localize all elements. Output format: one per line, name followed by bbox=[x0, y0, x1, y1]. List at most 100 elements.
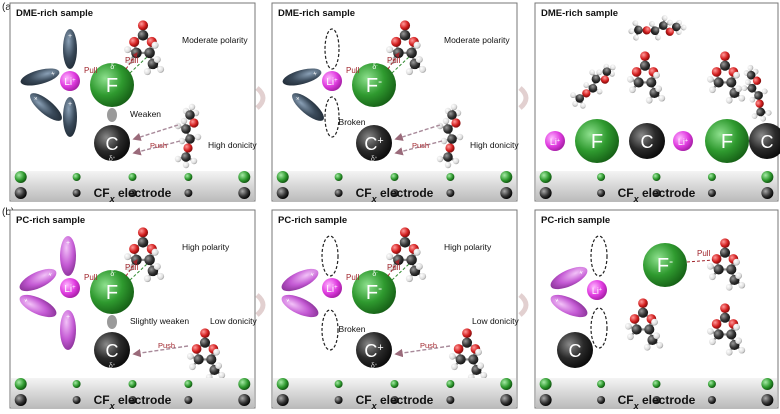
solvent-petal: + bbox=[19, 268, 57, 292]
hydrogen-atom bbox=[157, 65, 165, 73]
panel-a-1: DME-rich sample++++Li+Fδ-Cδ+PullPullMode… bbox=[9, 2, 257, 204]
charge-sign: + bbox=[68, 33, 72, 40]
solvent-petal: + bbox=[282, 68, 322, 86]
hydrogen-atom bbox=[436, 155, 444, 163]
carbon-atom bbox=[754, 91, 763, 100]
electrode-fluorine-atom bbox=[72, 380, 81, 388]
hydrogen-atom bbox=[186, 352, 194, 360]
electrode-fluorine-atom bbox=[500, 171, 513, 183]
oxygen-atom bbox=[451, 118, 461, 128]
push-label: Push bbox=[150, 141, 167, 150]
delta-plus-label: δ+ bbox=[109, 362, 116, 371]
carbon-atom bbox=[633, 77, 644, 88]
carbon-label: C+ bbox=[364, 134, 383, 154]
oxygen-atom bbox=[665, 27, 674, 36]
charge-sign: + bbox=[554, 297, 562, 304]
hydrogen-atom bbox=[405, 68, 413, 76]
electrode-carbon-atom bbox=[334, 189, 343, 197]
carbon-atom bbox=[650, 26, 660, 36]
hydrogen-atom bbox=[725, 283, 733, 291]
solvent-ellipse bbox=[20, 68, 60, 86]
hydrogen-atom bbox=[596, 69, 603, 76]
electrode-fluorine-atom bbox=[539, 378, 552, 390]
row-a-label: (a) bbox=[2, 2, 15, 13]
charge-sign: + bbox=[66, 240, 70, 247]
hydrogen-atom bbox=[442, 117, 450, 125]
carbon-atom bbox=[588, 83, 598, 93]
electrode-label: CFx electrode bbox=[618, 186, 696, 204]
hydrogen-atom bbox=[649, 21, 655, 27]
electrode-fluorine-atom bbox=[14, 378, 27, 390]
electrode-carbon-atom bbox=[72, 189, 81, 197]
pull-arrow-secondary bbox=[129, 263, 148, 281]
donicity-label: High donicity bbox=[208, 140, 257, 150]
oxygen-atom bbox=[720, 238, 730, 249]
weaken-label: Slightly weaken bbox=[130, 316, 189, 326]
electrode-fluorine-atom bbox=[14, 171, 27, 183]
transition-arrow bbox=[255, 86, 266, 110]
pull-label-li: Pull bbox=[84, 66, 98, 75]
hydrogen-atom bbox=[415, 55, 423, 64]
pc-molecule bbox=[386, 20, 427, 76]
carbon-atom bbox=[137, 237, 149, 248]
delta-plus-label: δ+ bbox=[371, 155, 378, 164]
panel-title: DME-rich sample bbox=[278, 8, 355, 19]
carbon-atom bbox=[726, 264, 737, 275]
hydrogen-atom bbox=[761, 88, 768, 95]
li-ion-label: Li+ bbox=[326, 284, 338, 295]
carbon-atom bbox=[591, 74, 601, 84]
carbon-atom bbox=[671, 22, 681, 32]
pull-arrow bbox=[387, 52, 400, 70]
hydrogen-atom bbox=[680, 24, 687, 31]
pull-label: Pull bbox=[697, 249, 711, 258]
electrode-fluorine-atom bbox=[446, 173, 455, 181]
carbon-atom bbox=[726, 329, 737, 340]
carbon-center bbox=[94, 332, 130, 368]
hydrogen-atom bbox=[733, 71, 740, 79]
solvent-ellipse bbox=[30, 93, 62, 121]
delta-plus-label: δ+ bbox=[371, 362, 378, 371]
fluorine-atom bbox=[705, 119, 749, 163]
carbon-atom bbox=[756, 107, 766, 117]
carbon-atom bbox=[639, 60, 651, 71]
hydrogen-atom bbox=[189, 363, 196, 371]
hydrogen-atom bbox=[405, 275, 413, 283]
carbon-atom bbox=[455, 354, 466, 365]
li-ion bbox=[545, 131, 565, 151]
li-ion-label: Li+ bbox=[326, 77, 338, 88]
oxygen-atom bbox=[391, 36, 402, 47]
oxygen-atom bbox=[183, 143, 193, 153]
carbon-atom bbox=[658, 21, 668, 30]
electrode-carbon-atom bbox=[238, 394, 251, 406]
electrode-fluorine-atom bbox=[539, 171, 552, 183]
pull-arrow bbox=[387, 259, 400, 277]
carbon-atom bbox=[634, 25, 643, 35]
pc-molecule bbox=[124, 227, 165, 283]
hydrogen-atom bbox=[749, 96, 756, 103]
hydrogen-atom bbox=[624, 322, 632, 330]
carbon-atom bbox=[713, 264, 724, 275]
delta-minus-label: δ- bbox=[110, 63, 116, 72]
carbon-label: C bbox=[106, 341, 119, 361]
electrode-fluorine-atom bbox=[128, 380, 137, 388]
electrode-carbon-atom bbox=[390, 189, 399, 197]
electrode-carbon-atom bbox=[446, 396, 455, 404]
electrode-fluorine-atom bbox=[184, 173, 193, 181]
hydrogen-atom bbox=[440, 137, 448, 145]
carbon-atom bbox=[629, 123, 665, 159]
electrode-carbon-atom bbox=[238, 187, 251, 199]
carbon-atom bbox=[468, 354, 479, 365]
dme-molecule bbox=[628, 15, 687, 41]
hydrogen-atom bbox=[747, 64, 754, 71]
pull-label-li: Pull bbox=[346, 273, 360, 282]
hydrogen-atom bbox=[388, 264, 396, 272]
hydrogen-atom bbox=[452, 157, 460, 165]
hydrogen-atom bbox=[655, 85, 663, 93]
hydrogen-atom bbox=[709, 338, 716, 346]
electrode-label: CFx electrode bbox=[618, 393, 696, 411]
hydrogen-atom bbox=[628, 28, 635, 35]
hydrogen-atom bbox=[632, 20, 639, 27]
hydrogen-atom bbox=[725, 348, 733, 356]
